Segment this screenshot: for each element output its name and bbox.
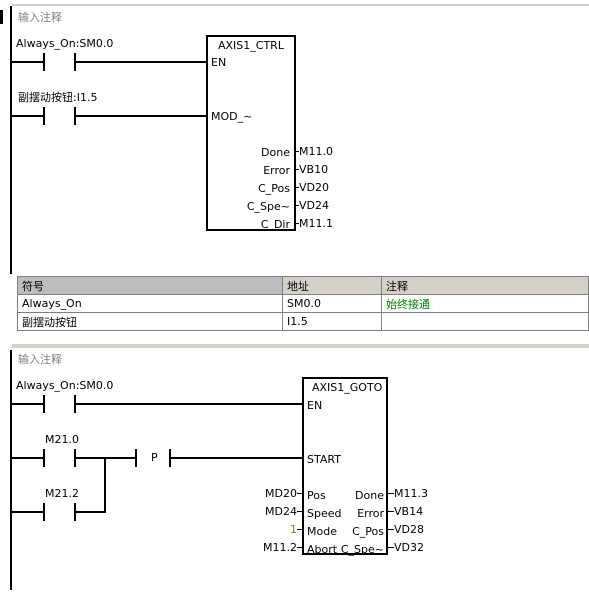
wire — [12, 115, 44, 117]
pin-c-dir: C_Dir — [260, 218, 290, 231]
contact-1-label: Always_On:SM0.0 — [16, 37, 114, 50]
wire — [12, 403, 44, 405]
network-2-comment[interactable]: 输入注释 — [18, 353, 62, 366]
wire — [76, 457, 136, 459]
wire — [294, 151, 299, 152]
contact-3-right-bar[interactable] — [74, 503, 76, 521]
wire — [387, 547, 394, 548]
out-c-pos-value[interactable]: VD28 — [394, 523, 424, 536]
in-speed-value[interactable]: MD24 — [265, 505, 297, 518]
contact-3-left-bar[interactable] — [43, 503, 45, 521]
wire — [387, 529, 394, 530]
wire — [12, 511, 44, 513]
pin-start: START — [307, 453, 341, 466]
cell-comment[interactable]: 始终接通 — [381, 294, 589, 313]
contact-2-right-bar[interactable] — [74, 449, 76, 467]
contact-3-label: M21.2 — [45, 487, 79, 500]
pin-abort: Abort — [307, 543, 338, 556]
out-error-value[interactable]: VB10 — [299, 163, 329, 176]
network-separator — [12, 344, 589, 348]
contact-1-left-bar[interactable] — [43, 395, 45, 413]
pin-c-spe: C_Spe~ — [246, 200, 290, 213]
wire — [294, 169, 299, 170]
wire — [387, 493, 394, 494]
cell-address[interactable]: I1.5 — [282, 312, 382, 331]
pin-done: Done — [261, 146, 290, 159]
out-error-value[interactable]: VB14 — [394, 505, 424, 518]
p-edge-label: P — [151, 451, 158, 464]
contact-2-label: M21.0 — [45, 433, 79, 446]
contact-1-left-bar[interactable] — [43, 53, 45, 71]
cell-address[interactable]: SM0.0 — [282, 294, 382, 313]
table-row[interactable]: 副摆动按钮 I1.5 — [17, 312, 589, 331]
wire — [76, 511, 106, 513]
wire — [294, 187, 299, 188]
out-c-pos-value[interactable]: VD20 — [299, 181, 329, 194]
out-done-value[interactable]: M11.0 — [299, 145, 333, 158]
wire — [297, 547, 302, 548]
table-row[interactable]: Always_On SM0.0 始终接通 — [17, 294, 589, 313]
wire — [387, 511, 394, 512]
contact-1-right-bar[interactable] — [74, 395, 76, 413]
left-power-rail-1 — [10, 6, 12, 274]
block-title: AXIS1_CTRL — [218, 39, 284, 52]
wire — [297, 529, 302, 530]
pin-en: EN — [211, 56, 227, 69]
cell-symbol[interactable]: Always_On — [17, 294, 283, 313]
symbol-table: 符号 地址 注释 Always_On SM0.0 始终接通 副摆动按钮 I1.5 — [17, 276, 589, 331]
header-comment[interactable]: 注释 — [381, 276, 589, 295]
out-c-spe-value[interactable]: VD24 — [299, 199, 329, 212]
network-separator-top — [12, 4, 589, 6]
pin-error: Error — [357, 507, 384, 520]
pin-done: Done — [355, 489, 384, 502]
wire — [171, 457, 302, 459]
wire — [76, 115, 206, 117]
cell-comment[interactable] — [381, 312, 589, 331]
pin-c-pos: C_Pos — [258, 182, 290, 195]
contact-2-left-bar[interactable] — [43, 107, 45, 125]
header-symbol[interactable]: 符号 — [17, 276, 283, 295]
contact-1-right-bar[interactable] — [74, 53, 76, 71]
axis1-goto-block[interactable]: AXIS1_GOTO EN START Pos Speed Mode Abort… — [302, 377, 388, 556]
left-power-rail-2 — [10, 350, 12, 590]
network-marker — [0, 10, 3, 24]
network-1-comment[interactable]: 输入注释 — [18, 11, 62, 24]
wire — [12, 457, 44, 459]
block-title: AXIS1_GOTO — [312, 381, 383, 394]
out-c-spe-value[interactable]: VD32 — [394, 541, 424, 554]
contact-2-right-bar[interactable] — [74, 107, 76, 125]
pin-c-spe: C_Spe~ — [340, 543, 384, 556]
in-pos-value[interactable]: MD20 — [265, 487, 297, 500]
p-left-bar[interactable] — [135, 449, 137, 467]
wire — [294, 205, 299, 206]
wire — [297, 511, 302, 512]
pin-speed: Speed — [307, 507, 342, 520]
pin-pos: Pos — [307, 489, 326, 502]
wire — [294, 223, 299, 224]
header-address[interactable]: 地址 — [282, 276, 382, 295]
pin-en: EN — [307, 399, 323, 412]
wire — [76, 61, 206, 63]
axis1-ctrl-block[interactable]: AXIS1_CTRL EN MOD_~ Done Error C_Pos C_S… — [206, 35, 296, 231]
pin-mode: Mode — [307, 525, 337, 538]
branch-wire — [104, 457, 106, 513]
in-abort-value[interactable]: M11.2 — [263, 541, 297, 554]
out-done-value[interactable]: M11.3 — [394, 487, 428, 500]
contact-2-left-bar[interactable] — [43, 449, 45, 467]
pin-c-pos: C_Pos — [352, 525, 384, 538]
pin-mod: MOD_~ — [211, 110, 253, 123]
wire — [297, 493, 302, 494]
wire — [12, 61, 44, 63]
wire — [76, 403, 302, 405]
pin-error: Error — [263, 164, 290, 177]
out-c-dir-value[interactable]: M11.1 — [299, 217, 333, 230]
contact-2-label: 副摆动按钮:I1.5 — [18, 91, 98, 104]
cell-symbol[interactable]: 副摆动按钮 — [17, 312, 283, 331]
p-right-bar[interactable] — [169, 449, 171, 467]
contact-1-label: Always_On:SM0.0 — [16, 379, 114, 392]
in-mode-value[interactable]: 1 — [290, 523, 297, 536]
